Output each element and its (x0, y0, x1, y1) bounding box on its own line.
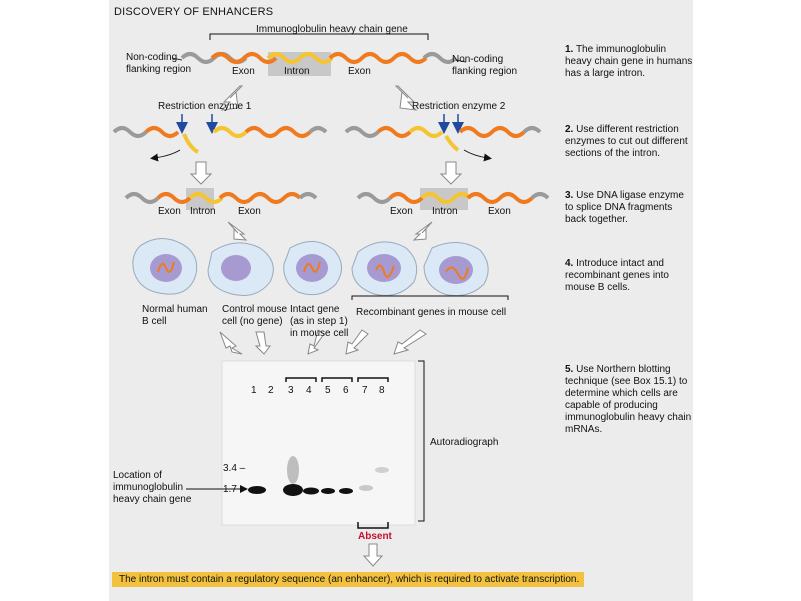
intron-label: Intron (284, 66, 310, 77)
noncoding-left-line1: Non-coding (126, 52, 178, 63)
step-3: 3. Use DNA ligase enzyme to splice DNA f… (565, 190, 684, 225)
exon-label: Exon (390, 206, 413, 217)
cell-2 (207, 242, 274, 296)
location-line3: heavy chain gene (113, 494, 192, 505)
lane-6: 6 (343, 385, 349, 396)
noncoding-right-line2: flanking region (452, 66, 518, 77)
noncoding-right-line1: Non-coding (452, 54, 504, 65)
cell-4 (351, 241, 418, 296)
lane-1: 1 (251, 385, 257, 396)
intron-label: Intron (190, 206, 216, 217)
cell2-label-line1: Control mouse (222, 304, 288, 315)
gel-bands (248, 456, 389, 496)
step-1: 1. The immunoglobulin heavy chain gene i… (565, 44, 693, 79)
cell3-label-line2: (as in step 1) (290, 316, 348, 327)
page-title: DISCOVERY OF ENHANCERS (114, 6, 274, 18)
location-line2: immunoglobulin (113, 482, 184, 493)
lane-3: 3 (288, 385, 294, 396)
enzyme1-label: Restriction enzyme 1 (158, 101, 252, 112)
step-2: 2. Use different restriction enzymes to … (565, 124, 688, 159)
marker-1-7: 1.7 – (223, 484, 246, 495)
cell4-label: Recombinant genes in mouse cell (356, 307, 507, 318)
cell3-label-line1: Intact gene (290, 304, 340, 315)
marker-3-4: 3.4 – (223, 463, 246, 474)
cell-5 (423, 242, 489, 297)
location-line1: Location of (113, 470, 162, 481)
gel (221, 360, 416, 526)
lane-2: 2 (268, 385, 274, 396)
arrow-down-left (220, 85, 244, 111)
enzyme2-label: Restriction enzyme 2 (412, 101, 506, 112)
noncoding-left-line2: flanking region (126, 64, 192, 75)
conclusion-banner: The intron must contain a regulatory seq… (112, 572, 584, 587)
lane-4: 4 (306, 385, 312, 396)
lane-8: 8 (379, 385, 385, 396)
absent-label: Absent (358, 531, 392, 542)
exon-label: Exon (488, 206, 511, 217)
gene-cut-1 (112, 114, 328, 162)
cell3-label-line3: in mouse cell (290, 328, 349, 339)
cell2-label-line2: cell (no gene) (222, 316, 283, 327)
arrow-down-right (394, 85, 418, 111)
cell1-label-line2: B cell (142, 316, 167, 327)
recombinant-gene-2 (356, 188, 550, 210)
autoradiograph-label: Autoradiograph (430, 437, 499, 448)
step-4: 4. Introduce intact and recombinant gene… (565, 258, 669, 293)
intron-label: Intron (432, 206, 458, 217)
lane-5: 5 (325, 385, 331, 396)
gene-cut-2 (344, 114, 542, 162)
gene-full (171, 33, 467, 76)
cell-3 (283, 241, 342, 296)
exon-label: Exon (238, 206, 261, 217)
cell-1 (132, 238, 198, 295)
exon-label: Exon (348, 66, 371, 77)
lane-7: 7 (362, 385, 368, 396)
exon-label: Exon (158, 206, 181, 217)
step-5: 5. Use Northern blotting technique (see … (565, 364, 692, 435)
exon-label: Exon (232, 66, 255, 77)
cell1-label-line1: Normal human (142, 304, 208, 315)
gene-label: Immunoglobulin heavy chain gene (256, 24, 408, 35)
recombinant-gene-1 (124, 188, 318, 210)
